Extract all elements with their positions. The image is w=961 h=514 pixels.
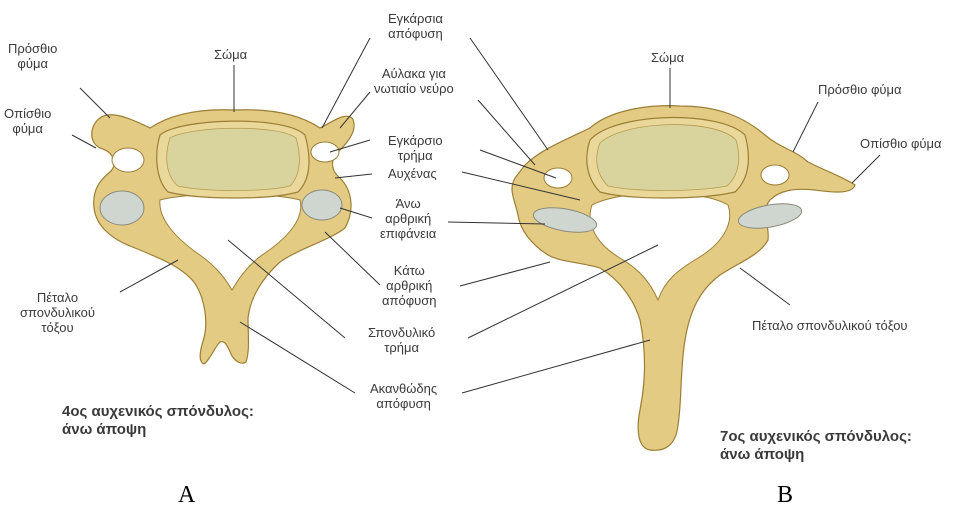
label-posterior-tubercle-a: Οπίσθιο φύμα bbox=[4, 106, 51, 136]
c7-transverse-foramen-right bbox=[761, 165, 789, 185]
label-anterior-tubercle-a: Πρόσθιο φύμα bbox=[8, 41, 57, 71]
label-groove-spinal-nerve: Αύλακα για νωτιαίο νεύρο bbox=[374, 66, 454, 96]
leader-pedicle-a bbox=[335, 174, 372, 178]
caption-b-line2: άνω άποψη bbox=[720, 446, 804, 464]
leader-spinous-b bbox=[462, 340, 650, 393]
label-posterior-tubercle-b: Οπίσθιο φύμα bbox=[860, 136, 942, 151]
vertebra-c7 bbox=[512, 106, 855, 451]
leader-transverse-process-a bbox=[322, 38, 370, 128]
label-transverse-process: Εγκάρσια απόφυση bbox=[388, 11, 443, 41]
label-transverse-foramen: Εγκάρσιο τρήμα bbox=[388, 133, 443, 163]
leader-lamina-a bbox=[120, 260, 178, 292]
c4-articular-facet-right bbox=[302, 190, 342, 220]
c4-articular-facet-left bbox=[100, 191, 144, 225]
label-superior-articular: Άνω αρθρική επιφάνεια bbox=[380, 196, 436, 241]
leader-lamina-b bbox=[740, 268, 790, 305]
caption-b-line1: 7ος αυχενικός σπόνδυλος: bbox=[720, 428, 912, 446]
label-anterior-tubercle-b: Πρόσθιο φύμα bbox=[818, 82, 902, 97]
label-lamina-a: Πέταλο σπονδυλικού τόξου bbox=[20, 290, 95, 335]
label-vertebral-foramen: Σπονδυλικό τρήμα bbox=[368, 325, 435, 355]
leader-spinous-a bbox=[240, 322, 355, 393]
panel-letter-a: A bbox=[178, 482, 195, 509]
label-body-a: Σώμα bbox=[214, 47, 247, 62]
leader-inferior-articular-b bbox=[460, 262, 550, 286]
c4-body-cancellous bbox=[167, 128, 300, 190]
label-spinous-process: Ακανθώδης απόφυση bbox=[370, 381, 437, 411]
leader-inferior-articular-a bbox=[325, 232, 380, 285]
c4-transverse-foramen-left bbox=[112, 148, 144, 172]
leader-posterior-tubercle-b bbox=[852, 155, 880, 183]
label-inferior-articular: Κάτω αρθρική απόφυση bbox=[382, 263, 437, 308]
leader-groove-a bbox=[340, 92, 370, 128]
c7-transverse-foramen-left bbox=[544, 168, 572, 188]
leader-groove-b bbox=[478, 100, 535, 165]
c7-body-cancellous bbox=[597, 125, 739, 191]
leader-anterior-tubercle-a bbox=[80, 88, 110, 118]
vertebra-c4 bbox=[92, 110, 354, 364]
panel-letter-b: B bbox=[777, 482, 793, 509]
label-pedicle: Αυχένας bbox=[388, 166, 437, 181]
leader-anterior-tubercle-b bbox=[793, 102, 818, 152]
c4-transverse-foramen-right bbox=[311, 142, 339, 162]
label-body-b: Σώμα bbox=[651, 50, 684, 65]
caption-a-line1: 4ος αυχενικός σπόνδυλος: bbox=[62, 403, 254, 421]
caption-a-line2: άνω άποψη bbox=[62, 421, 146, 439]
label-lamina-b: Πέταλο σπονδυλικού τόξου bbox=[752, 318, 908, 333]
leader-transverse-process-b bbox=[470, 38, 548, 150]
